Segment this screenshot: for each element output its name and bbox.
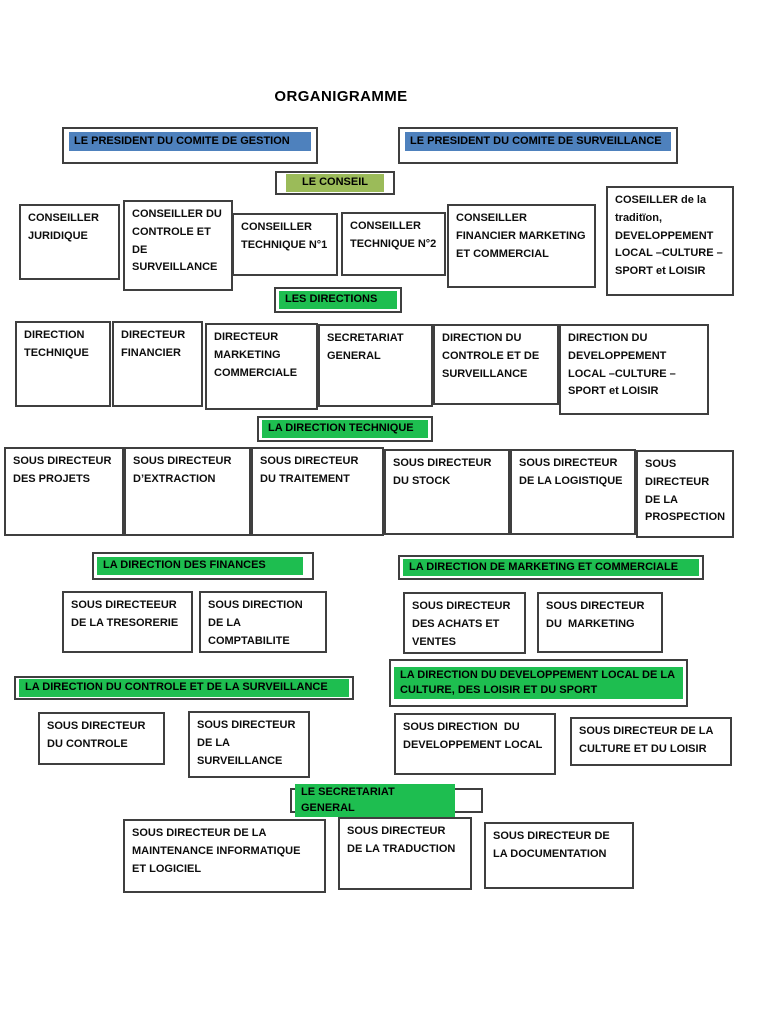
box-sous-directeur-documentation: SOUS DIRECTEUR DE LA DOCUMENTATION [484,822,634,889]
header-direction-finances: LA DIRECTION DES FINANCES [92,552,314,580]
box-sous-directeur-extraction: SOUS DIRECTEUR D’EXTRACTION [124,447,251,536]
box-sous-directeur-prospection: SOUS DIRECTEUR DE LA PROSPECTION [636,450,734,538]
box-sous-directeur-traduction: SOUS DIRECTEUR DE LA TRADUCTION [338,817,472,890]
box-conseiller-controle-surveillance: CONSEILLER DU CONTROLE ET DE SURVEILLANC… [123,200,233,291]
direction-marketing-label: LA DIRECTION DE MARKETING ET COMMERCIALE [403,558,699,577]
secretariat-general-label: LE SECRETARIAT GENERAL [295,784,455,817]
box-conseiller-technique-1: CONSEILLER TECHNIQUE N°1 [232,213,338,276]
box-sous-directeur-maintenance: SOUS DIRECTEUR DE LA MAINTENANCE INFORMA… [123,819,326,893]
box-directeur-marketing-commerciale: DIRECTEUR MARKETING COMMERCIALE [205,323,318,410]
box-sous-directeur-logistique: SOUS DIRECTEUR DE LA LOGISTIQUE [510,449,636,535]
box-conseiller-tradition-developpement: COSEILLER de la traditïon, DEVELOPPEMENT… [606,186,734,296]
box-sous-direction-comptabilite: SOUS DIRECTION DE LA COMPTABILITE [199,591,327,653]
header-direction-controle: LA DIRECTION DU CONTROLE ET DE LA SURVEI… [14,676,354,700]
header-le-conseil: LE CONSEIL [275,171,395,195]
box-sous-directeur-projets: SOUS DIRECTEUR DES PROJETS [4,447,124,536]
les-directions-label: LES DIRECTIONS [279,291,397,309]
direction-controle-label: LA DIRECTION DU CONTROLE ET DE LA SURVEI… [19,679,349,697]
box-sous-directeur-traitement: SOUS DIRECTEUR DU TRAITEMENT [251,447,384,536]
direction-developpement-label: LA DIRECTION DU DEVELOPPEMENT LOCAL DE L… [394,666,683,700]
header-les-directions: LES DIRECTIONS [274,287,402,313]
box-direction-controle-surveillance: DIRECTION DU CONTROLE ET DE SURVEILLANCE [433,324,559,405]
box-sous-directeur-stock: SOUS DIRECTEUR DU STOCK [384,449,510,535]
box-conseiller-financier-marketing: CONSEILLER FINANCIER MARKETING ET COMMER… [447,204,596,288]
header-direction-technique: LA DIRECTION TECHNIQUE [257,416,433,442]
header-direction-marketing: LA DIRECTION DE MARKETING ET COMMERCIALE [398,555,704,580]
box-conseiller-juridique: CONSEILLER JURIDIQUE [19,204,120,280]
box-direction-developpement-local: DIRECTION DU DEVELOPPEMENT LOCAL –CULTUR… [559,324,709,415]
le-conseil-label: LE CONSEIL [286,174,384,192]
box-sous-directeur-controle: SOUS DIRECTEUR DU CONTROLE [38,712,165,765]
direction-finances-label: LA DIRECTION DES FINANCES [97,557,303,575]
box-president-comite-gestion: LE PRESIDENT DU COMITE DE GESTION [62,127,318,164]
header-secretariat-general: LE SECRETARIAT GENERAL [290,784,483,817]
president-gestion-label: LE PRESIDENT DU COMITE DE GESTION [69,132,311,152]
box-sous-directeur-surveillance: SOUS DIRECTEUR DE LA SURVEILLANCE [188,711,310,778]
box-president-comite-surveillance: LE PRESIDENT DU COMITE DE SURVEILLANCE [398,127,678,164]
box-sous-directeur-tresorerie: SOUS DIRECTEEUR DE LA TRESORERIE [62,591,193,653]
box-sous-direction-developpement-local: SOUS DIRECTION DU DEVELOPPEMENT LOCAL [394,713,556,775]
president-surveillance-label: LE PRESIDENT DU COMITE DE SURVEILLANCE [405,132,671,152]
box-conseiller-technique-2: CONSEILLER TECHNIQUE N°2 [341,212,446,276]
box-direction-technique: DIRECTION TECHNIQUE [15,321,111,407]
header-direction-developpement: LA DIRECTION DU DEVELOPPEMENT LOCAL DE L… [389,659,688,707]
box-sous-directeur-achats-ventes: SOUS DIRECTEUR DES ACHATS ET VENTES [403,592,526,654]
direction-technique-label: LA DIRECTION TECHNIQUE [262,420,428,438]
box-sous-directeur-culture-loisir: SOUS DIRECTEUR DE LA CULTURE ET DU LOISI… [570,717,732,766]
box-directeur-financier: DIRECTEUR FINANCIER [112,321,203,407]
box-secretariat-general: SECRETARIAT GENERAL [318,324,433,407]
page-title: ORGANIGRAMME [274,88,408,105]
box-sous-directeur-marketing: SOUS DIRECTEUR DU MARKETING [537,592,663,653]
